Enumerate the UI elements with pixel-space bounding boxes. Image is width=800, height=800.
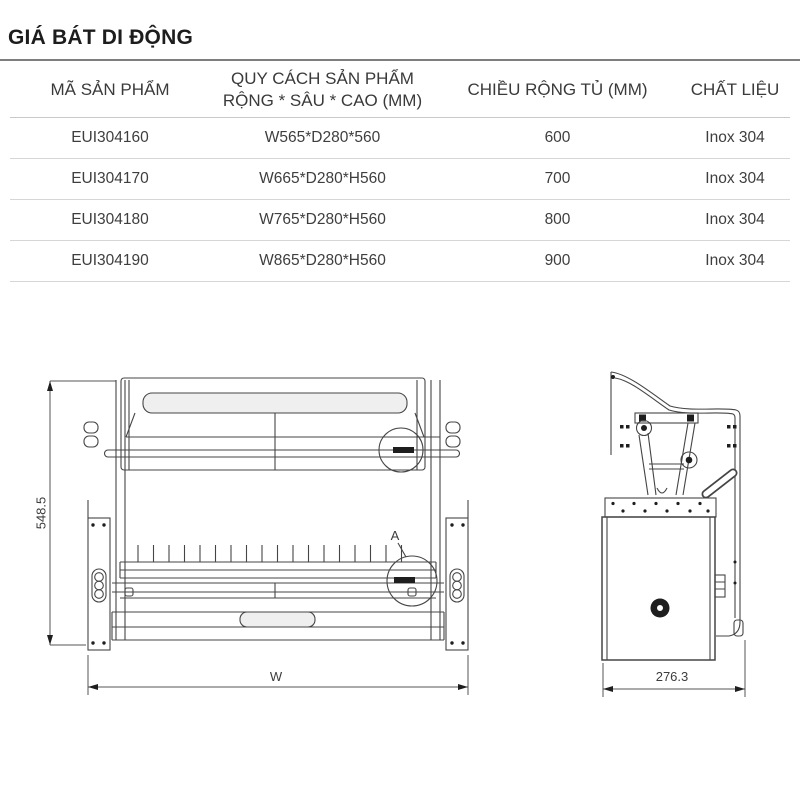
technical-drawing: 548.5 — [0, 350, 800, 800]
upper-basket — [103, 377, 461, 471]
cell-product-spec: W565*D280*560 — [264, 129, 381, 146]
cell-product-spec: W765*D280*H560 — [259, 211, 386, 228]
depth-dimension: 276.3 — [602, 640, 746, 697]
cell-material: Inox 304 — [705, 129, 765, 146]
cell-cabinet-width: 600 — [544, 129, 571, 146]
side-back-plate — [610, 371, 744, 637]
product-spec-table: MÃ SẢN PHẨM QUY CÁCH SẢN PHẨM RỘNG * SÂU… — [10, 62, 790, 282]
header-product-spec: QUY CÁCH SẢN PHẨM RỘNG * SÂU * CAO (MM) — [210, 68, 435, 111]
header-material: CHẤT LIỆU — [690, 79, 780, 99]
table-row: EUI304160 W565*D280*560 600 Inox 304 — [10, 118, 790, 159]
side-view-drawing: 276.3 — [601, 371, 746, 697]
cell-product-code: EUI304170 — [71, 170, 149, 187]
cell-product-code: EUI304190 — [71, 252, 149, 269]
table-row: EUI304180 W765*D280*H560 800 Inox 304 — [10, 200, 790, 241]
table-header-row: MÃ SẢN PHẨM QUY CÁCH SẢN PHẨM RỘNG * SÂU… — [10, 62, 790, 118]
detail-a-label: A — [391, 528, 400, 543]
width-dimension-label: W — [270, 669, 283, 684]
plate-rack — [112, 545, 444, 599]
side-rails — [83, 380, 469, 640]
depth-dimension-label: 276.3 — [656, 669, 689, 684]
drip-tray — [111, 611, 445, 641]
header-product-spec-line2: RỘNG * SÂU * CAO (MM) — [222, 90, 423, 110]
lift-mechanism — [634, 412, 738, 499]
cell-material: Inox 304 — [705, 211, 765, 228]
width-dimension: W — [87, 655, 469, 695]
front-view-drawing: 548.5 — [33, 377, 469, 695]
cell-product-spec: W665*D280*H560 — [259, 170, 386, 187]
cell-cabinet-width: 800 — [544, 211, 571, 228]
detail-circle-top — [378, 427, 424, 473]
detail-circle-bottom: A — [386, 528, 438, 607]
header-product-spec-line1: QUY CÁCH SẢN PHẨM — [231, 69, 414, 89]
cell-material: Inox 304 — [705, 252, 765, 269]
mounting-bracket-right — [445, 517, 469, 651]
title-rule — [0, 59, 800, 61]
header-product-code: MÃ SẢN PHẨM — [50, 79, 170, 99]
height-dimension-label: 548.5 — [33, 497, 48, 530]
mounting-bracket-left — [87, 517, 111, 651]
table-row: EUI304190 W865*D280*H560 900 Inox 304 — [10, 241, 790, 282]
technical-drawing-svg: 548.5 — [33, 371, 746, 697]
cell-product-code: EUI304180 — [71, 211, 149, 228]
cell-cabinet-width: 700 — [544, 170, 571, 187]
cell-product-spec: W865*D280*H560 — [259, 252, 386, 269]
side-mounting-bar — [604, 497, 717, 518]
header-cabinet-width: CHIỀU RỘNG TỦ (MM) — [467, 79, 648, 99]
page-title: GIÁ BÁT DI ĐỘNG — [8, 26, 193, 49]
cell-material: Inox 304 — [705, 170, 765, 187]
cell-product-code: EUI304160 — [71, 129, 149, 146]
height-dimension: 548.5 — [33, 380, 116, 646]
side-basket-box — [601, 516, 726, 661]
table-row: EUI304170 W665*D280*H560 700 Inox 304 — [10, 159, 790, 200]
cell-cabinet-width: 900 — [544, 252, 571, 269]
